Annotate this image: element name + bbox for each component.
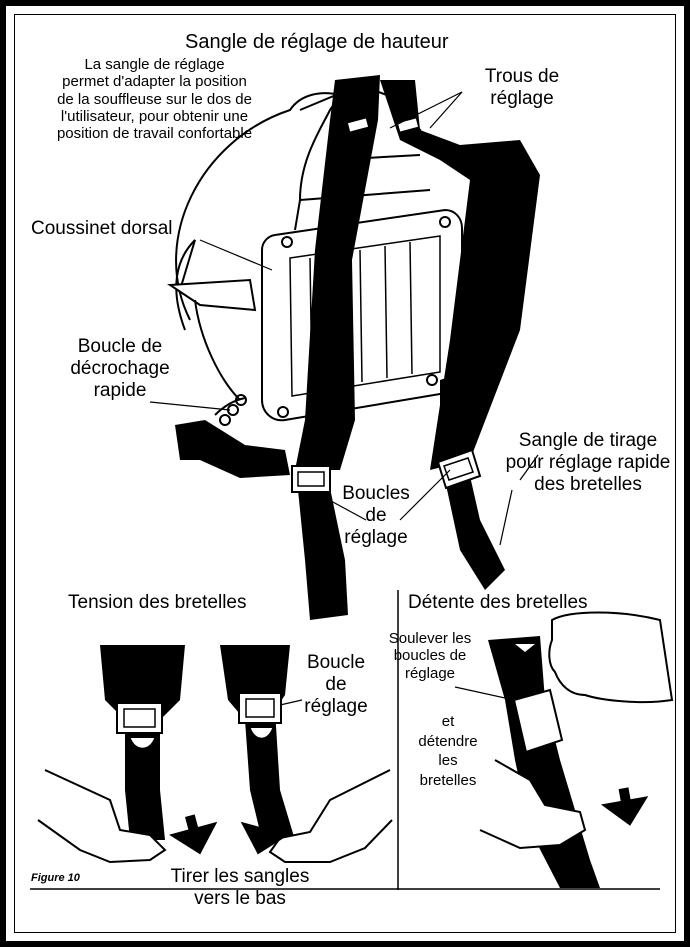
label-pull-strap: Sangle de tirage pour réglage rapide des… <box>498 430 678 496</box>
label-line: et <box>408 712 488 732</box>
desc-line: de la souffleuse sur le dos de <box>32 91 277 108</box>
label-line: décrochage <box>60 358 180 380</box>
label-line: pour réglage rapide <box>498 452 678 474</box>
desc-line: permet d'adapter la position <box>32 73 277 90</box>
label-line: de <box>336 505 416 527</box>
label-line: les <box>408 751 488 771</box>
release-instruction-2: et détendre les bretelles <box>408 712 488 790</box>
desc-line: position de travail confortable <box>32 125 277 142</box>
label-line: Boucle <box>296 652 376 674</box>
label-quick-release: Boucle de décrochage rapide <box>60 336 180 402</box>
label-line: bretelles <box>408 771 488 791</box>
label-line: réglage <box>296 696 376 718</box>
label-line: de <box>296 674 376 696</box>
release-strap <box>480 613 672 889</box>
label-line: Tirer les sangles <box>150 866 330 888</box>
label-line: détendre <box>408 732 488 752</box>
label-adjust-holes: Trous de réglage <box>462 66 582 110</box>
label-line: réglage <box>462 88 582 110</box>
main-title: Sangle de réglage de hauteur <box>185 31 449 54</box>
label-line: vers le bas <box>150 888 330 910</box>
desc-line: l'utilisateur, pour obtenir une <box>32 108 277 125</box>
tension-instruction: Tirer les sangles vers le bas <box>150 866 330 910</box>
tension-strap-1 <box>38 645 224 862</box>
label-line: rapide <box>60 380 180 402</box>
height-strap-description: La sangle de réglage permet d'adapter la… <box>32 56 277 142</box>
label-line: réglage <box>375 665 485 682</box>
label-line: réglage <box>336 527 416 549</box>
back-pad <box>262 210 462 420</box>
label-line: Boucles <box>336 483 416 505</box>
label-line: boucles de <box>375 647 485 664</box>
tension-title: Tension des bretelles <box>68 592 247 614</box>
desc-line: La sangle de réglage <box>32 56 277 73</box>
label-line: des bretelles <box>498 474 678 496</box>
release-instruction: Soulever les boucles de réglage <box>375 630 485 682</box>
label-line: Boucle de <box>60 336 180 358</box>
label-line: Sangle de tirage <box>498 430 678 452</box>
label-line: Trous de <box>462 66 582 88</box>
label-adjust-buckles: Boucles de réglage <box>336 483 416 549</box>
label-line: Soulever les <box>375 630 485 647</box>
figure-label: Figure 10 <box>31 872 80 884</box>
label-buckle: Boucle de réglage <box>296 652 376 718</box>
release-title: Détente des bretelles <box>408 592 588 614</box>
label-back-pad: Coussinet dorsal <box>31 218 173 240</box>
